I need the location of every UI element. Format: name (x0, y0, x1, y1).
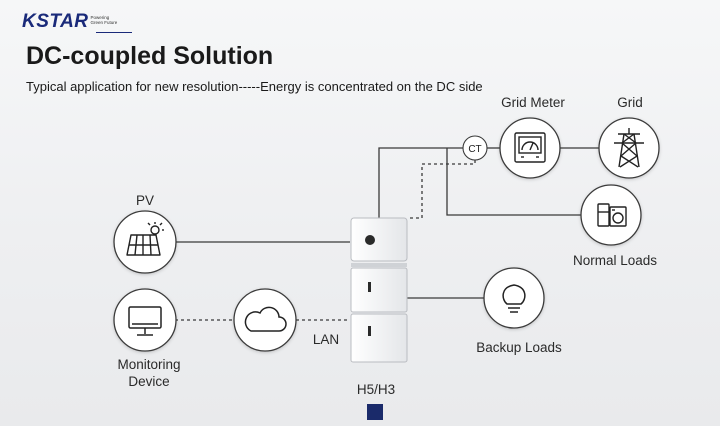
slide-marker (367, 404, 383, 420)
ct-signal-line (407, 160, 476, 219)
grid-label: Grid (617, 95, 643, 110)
normal-loads-node (580, 184, 642, 246)
dashed-lines (175, 160, 476, 321)
cloud-node (233, 288, 297, 352)
page-subtitle: Typical application for new resolution--… (26, 79, 483, 94)
lan-label: LAN (312, 332, 340, 347)
inverter-label: H5/H3 (356, 382, 396, 397)
inverter-display (365, 235, 375, 245)
grid-node (598, 117, 660, 179)
logo-wordmark: KSTAR (22, 11, 89, 32)
normal-loads-label: Normal Loads (572, 253, 658, 268)
grid-line (378, 147, 463, 218)
power-tower-icon (614, 128, 644, 168)
monitor-icon (128, 306, 162, 336)
logo-tagline-line1: Powering (90, 15, 110, 20)
backup-loads-node (483, 267, 545, 329)
inverter-stack (350, 217, 408, 363)
page-title: DC-coupled Solution (26, 42, 274, 70)
pv-node (113, 210, 177, 274)
appliance-icon (597, 203, 627, 227)
brand-logo: KSTAR Powering Green Future (22, 12, 117, 32)
grid-meter-node (499, 117, 561, 179)
monitoring-label-line2: Device (128, 374, 170, 389)
battery-module-1 (351, 263, 407, 267)
ct-label: CT (468, 144, 481, 155)
bulb-icon (502, 284, 526, 313)
monitoring-label-line1: Monitoring (117, 357, 181, 372)
normal-loads-line (446, 148, 581, 216)
inverter-unit (350, 217, 408, 262)
logo-tagline: Powering Green Future (91, 15, 118, 25)
battery-module-3 (350, 313, 408, 363)
pv-label: PV (135, 193, 155, 208)
battery-module-2 (350, 267, 408, 313)
cloud-icon (244, 306, 287, 332)
ct-sensor: CT (462, 135, 488, 161)
connection-lines (176, 147, 599, 299)
logo-underline (96, 32, 132, 33)
solar-panel-icon (126, 222, 164, 256)
meter-icon (514, 132, 546, 163)
logo-tagline-line2: Green Future (90, 20, 118, 25)
grid-meter-label: Grid Meter (501, 95, 565, 110)
backup-loads-label: Backup Loads (476, 340, 562, 355)
monitoring-node (113, 288, 177, 352)
